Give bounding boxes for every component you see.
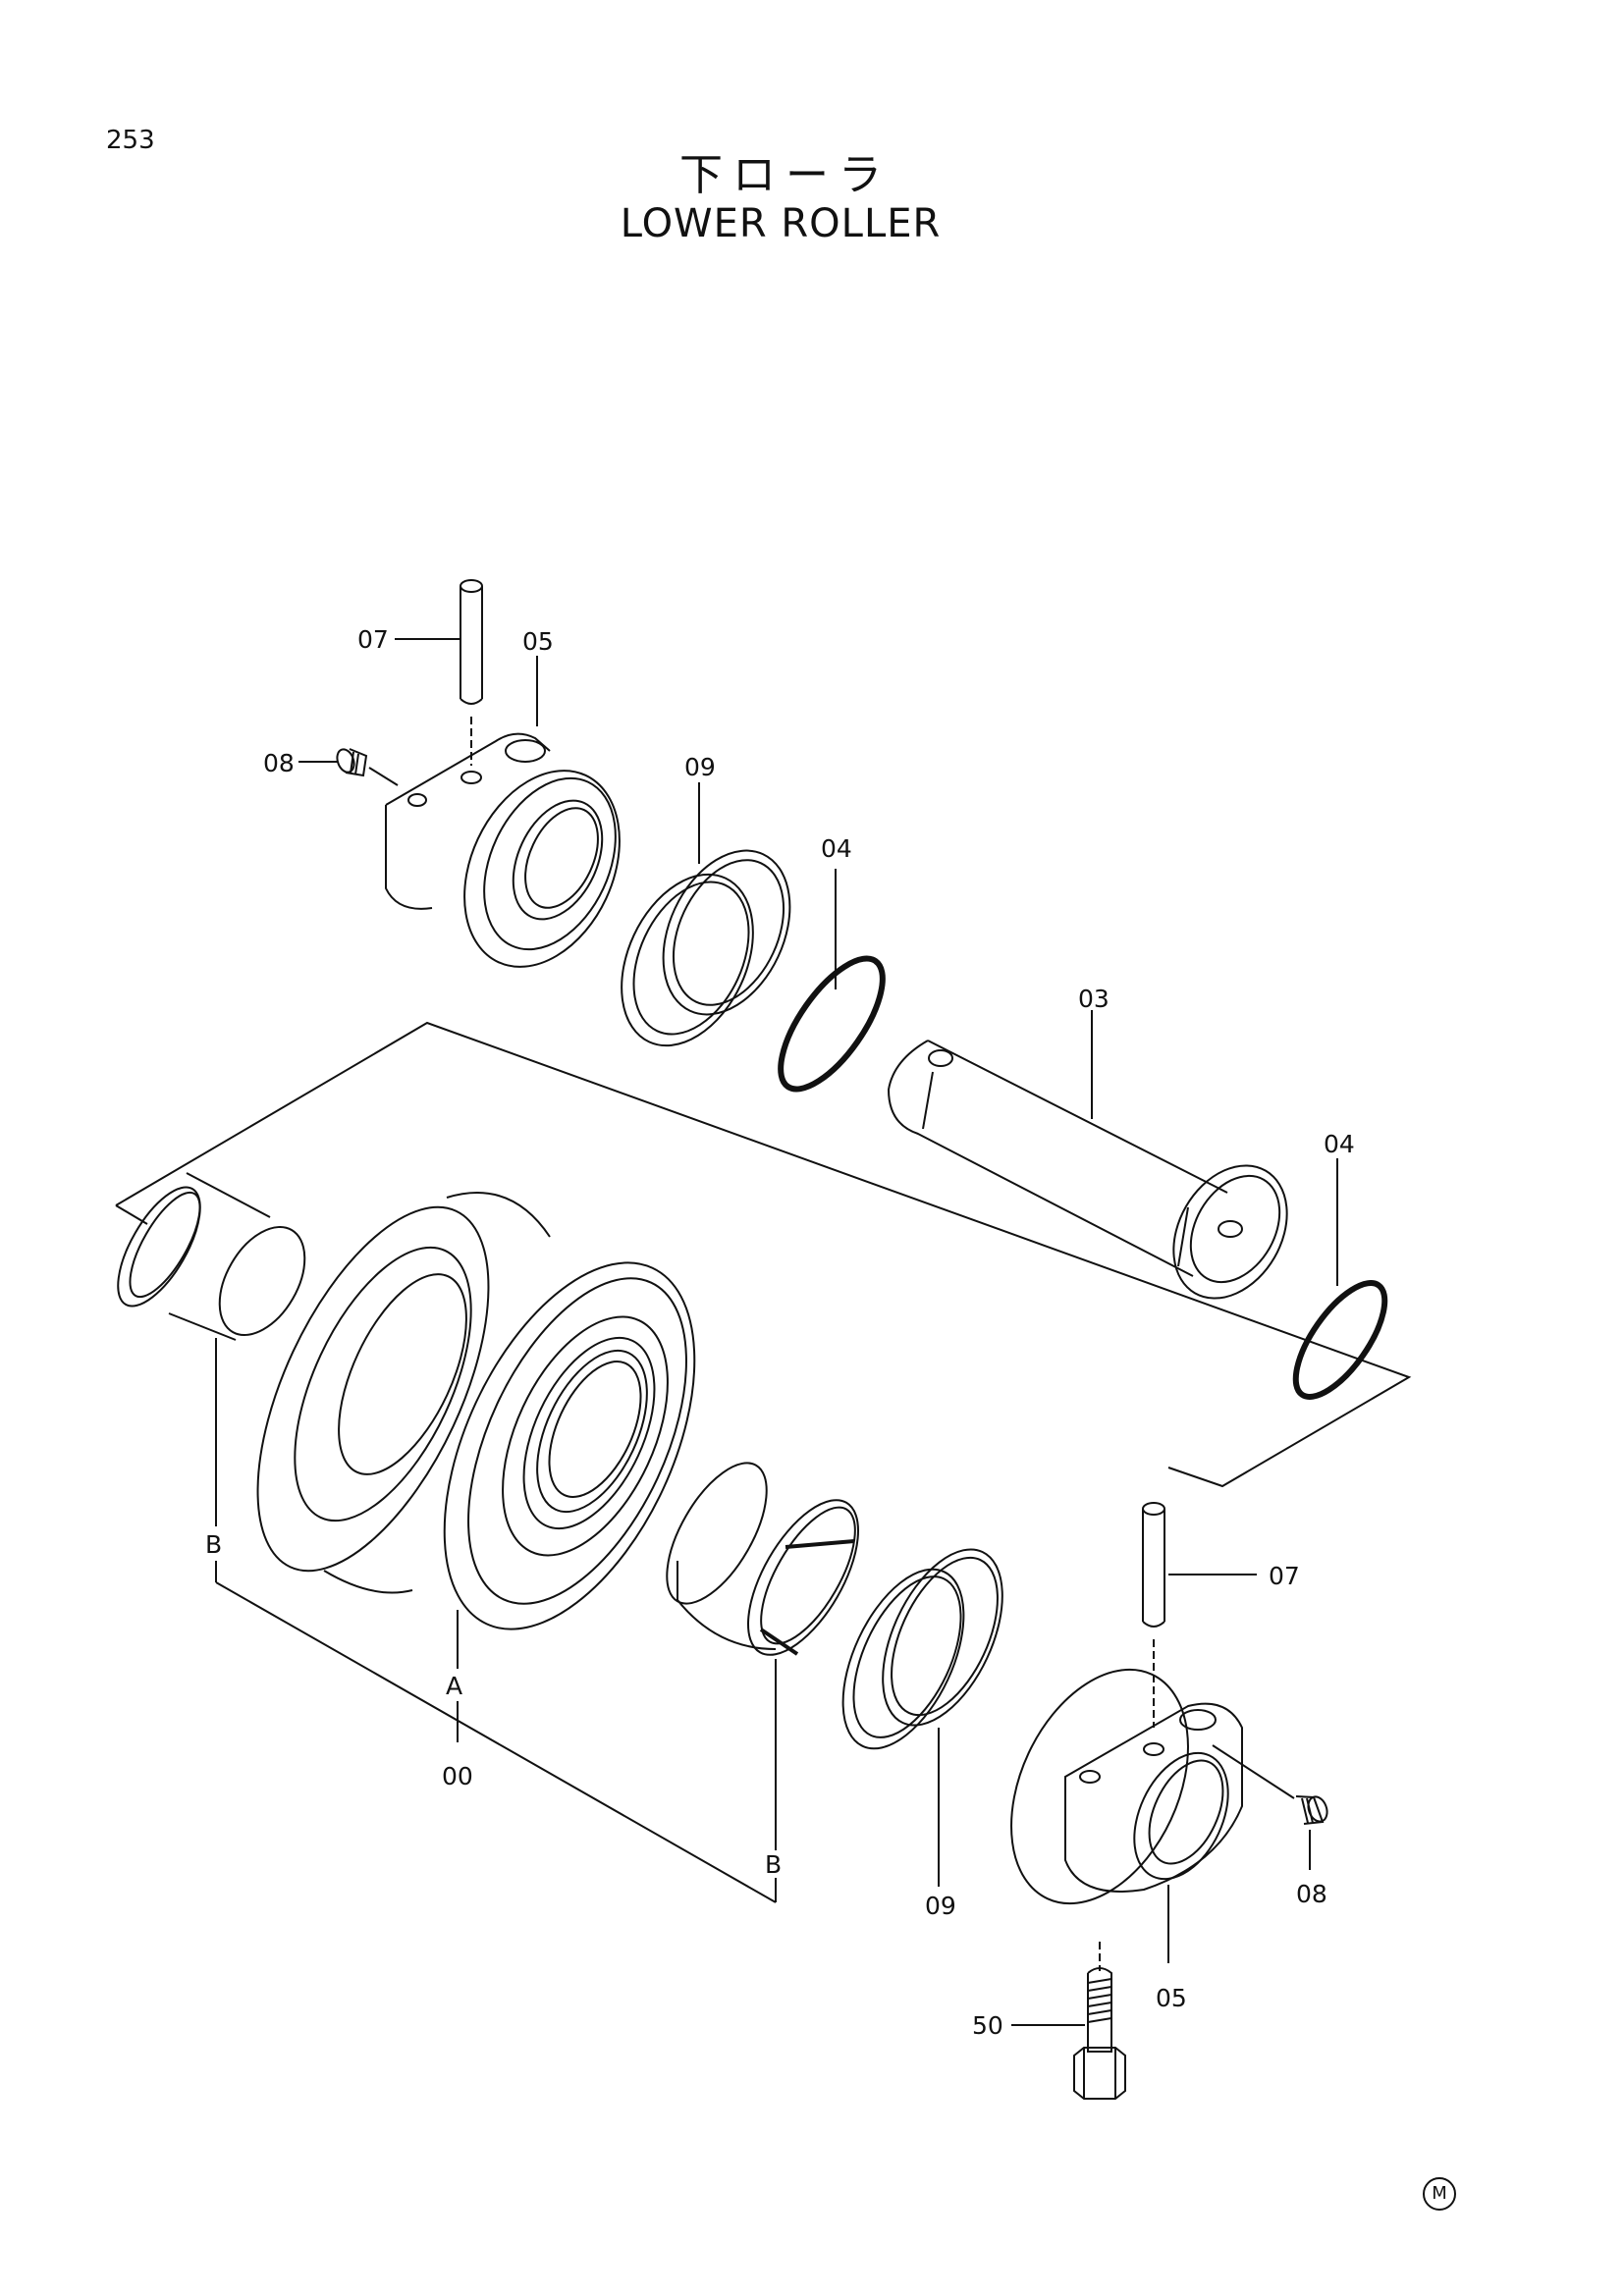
seal-bottom <box>841 1548 1003 1750</box>
callout-collar-bottom: 05 <box>1156 1984 1187 2012</box>
callout-shaft: 03 <box>1078 985 1110 1013</box>
pin-top <box>460 579 483 705</box>
bolt <box>1073 1942 1126 2100</box>
callout-roller-a: A <box>446 1672 462 1700</box>
bushing-right <box>666 1462 859 1656</box>
plug-top <box>336 748 368 777</box>
o-ring-right <box>1292 1280 1388 1400</box>
callout-collar-top: 05 <box>522 627 554 656</box>
seal-top <box>621 849 791 1047</box>
plug-bottom <box>1295 1795 1328 1825</box>
callout-plug-top: 08 <box>263 749 295 777</box>
callout-roller-assembly: 00 <box>442 1762 473 1790</box>
pin-bottom <box>1142 1502 1165 1628</box>
callout-pin-top: 07 <box>357 625 389 654</box>
callout-plug-bottom: 08 <box>1296 1880 1327 1908</box>
callout-seal-bottom: 09 <box>925 1892 956 1920</box>
callout-o-ring-left: 04 <box>821 834 852 863</box>
page-number: 253 <box>106 126 155 155</box>
bushing-left <box>117 1172 306 1341</box>
assembly-frame <box>115 1021 1412 1488</box>
callout-pin-bottom: 07 <box>1269 1562 1300 1590</box>
collar-top <box>385 732 621 968</box>
callout-o-ring-right: 04 <box>1324 1130 1355 1158</box>
page-title: LOWER ROLLER <box>620 201 942 246</box>
page-title-japanese: 下ローラ <box>679 150 892 200</box>
callout-bushing-left: B <box>205 1530 222 1559</box>
leader-line <box>368 767 399 786</box>
assembly-frame-lower <box>215 1581 777 1903</box>
collar-bottom <box>1010 1668 1243 1905</box>
roller <box>256 1192 696 1630</box>
callout-bolt: 50 <box>972 2011 1003 2040</box>
callout-bushing-bottom: B <box>765 1850 782 1879</box>
leader-line <box>1212 1744 1295 1799</box>
manufacturer-mark: M <box>1423 2177 1456 2211</box>
callout-seal-top: 09 <box>684 753 716 781</box>
o-ring-left <box>778 955 886 1093</box>
shaft <box>887 1040 1288 1300</box>
